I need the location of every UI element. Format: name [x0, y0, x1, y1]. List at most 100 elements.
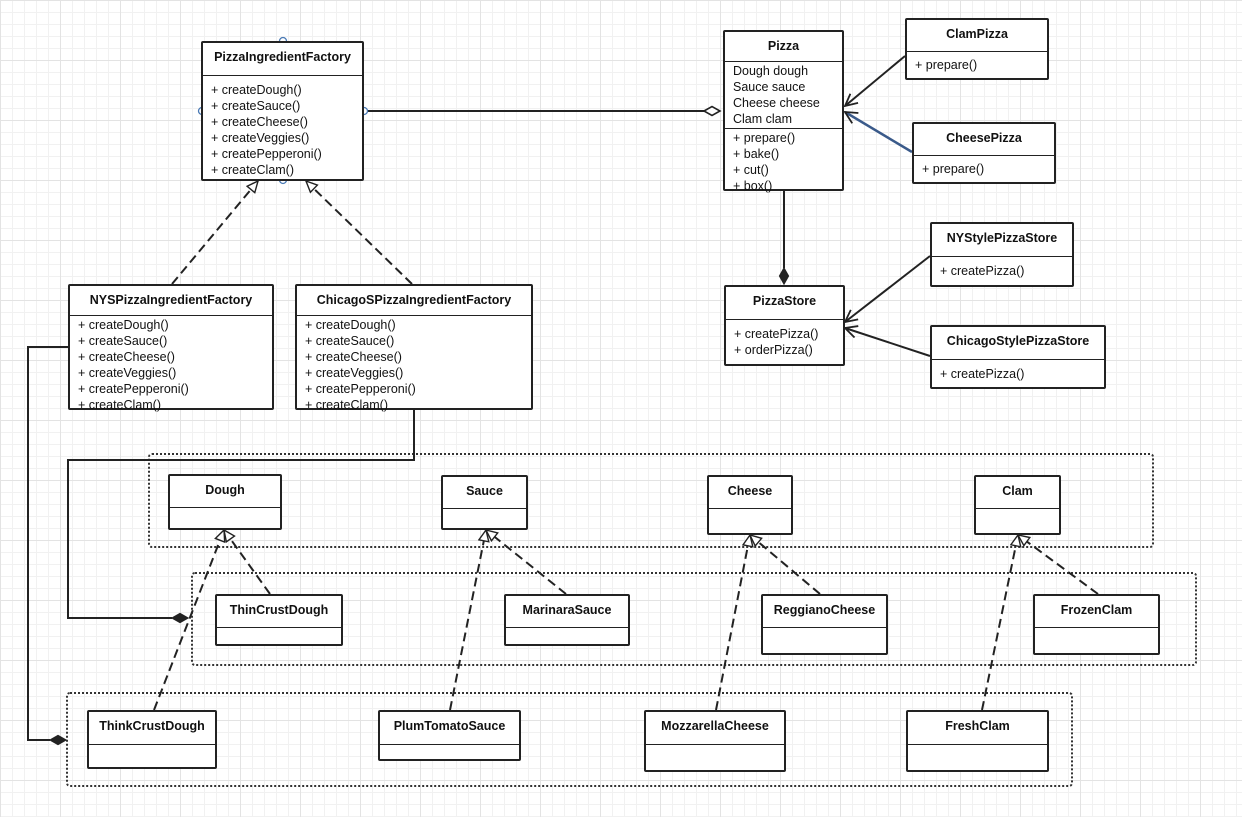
pizza-ingredient-factory-class[interactable]: PizzaIngredientFactory + createDough() +…	[201, 41, 364, 181]
fresh-clam-class[interactable]: FreshClam	[906, 710, 1049, 772]
chicago-style-pizza-store-class[interactable]: ChicagoStylePizzaStore + createPizza()	[930, 325, 1106, 389]
class-title: PizzaStore	[726, 287, 843, 320]
class-title: ChicagoStylePizzaStore	[932, 327, 1104, 360]
methods-section: + prepare()	[914, 156, 1054, 180]
method: + bake()	[733, 147, 780, 161]
method: + createDough()	[78, 318, 169, 332]
methods-section: + createDough() + createSauce() + create…	[297, 316, 531, 416]
method: + createCheese()	[211, 115, 308, 129]
reggiano-cheese-class[interactable]: ReggianoCheese	[761, 594, 888, 655]
cheese-pizza-class[interactable]: CheesePizza + prepare()	[912, 122, 1056, 184]
method: + createCheese()	[305, 350, 402, 364]
think-crust-dough-class[interactable]: ThinkCrustDough	[87, 710, 217, 769]
methods-section: + createPizza()	[932, 257, 1072, 282]
plum-tomato-sauce-class[interactable]: PlumTomatoSauce	[378, 710, 521, 761]
class-title: ClamPizza	[907, 20, 1047, 52]
methods-section: + createPizza()	[932, 360, 1104, 385]
realization-thincrust-dough[interactable]	[224, 530, 271, 595]
method: + createPizza()	[940, 264, 1025, 278]
composition-nys-group[interactable]	[27, 346, 68, 740]
method: + createClam()	[211, 163, 295, 177]
class-title: Clam	[976, 477, 1059, 509]
frozen-clam-class[interactable]: FrozenClam	[1033, 594, 1160, 655]
method: + orderPizza()	[734, 343, 813, 357]
method: + createClam()	[78, 398, 162, 412]
methods-section: + prepare()	[907, 52, 1047, 76]
methods-section: + prepare() + bake() + cut() + box()	[725, 129, 842, 197]
attribute: Cheese cheese	[733, 96, 820, 110]
assoc-cheesepizza-pizza[interactable]	[843, 110, 913, 154]
method: + createClam()	[305, 398, 389, 412]
class-title: ThinCrustDough	[217, 596, 341, 628]
methods-section: + createPizza() + orderPizza()	[726, 320, 843, 361]
method: + cut()	[733, 163, 769, 177]
interfaces-group[interactable]	[148, 453, 1154, 548]
method: + createDough()	[211, 83, 302, 97]
method: + box()	[733, 179, 773, 193]
class-title: PlumTomatoSauce	[380, 712, 519, 745]
class-title: NYSPizzaIngredientFactory	[70, 286, 272, 316]
pizza-class[interactable]: Pizza Dough dough Sauce sauce Cheese che…	[723, 30, 844, 193]
attribute: Sauce sauce	[733, 80, 806, 94]
method: + createSauce()	[305, 334, 395, 348]
clam-class[interactable]: Clam	[974, 475, 1061, 535]
class-title: CheesePizza	[914, 124, 1054, 156]
realization-chicago-factory[interactable]	[306, 181, 413, 285]
realization-frozen-clam[interactable]	[1018, 535, 1099, 595]
class-title: FreshClam	[908, 712, 1047, 745]
method: + createPepperoni()	[78, 382, 189, 396]
class-title: ReggianoCheese	[763, 596, 886, 628]
class-title: PizzaIngredientFactory	[203, 43, 362, 76]
method: + prepare()	[733, 131, 796, 145]
chicago-pizza-ingredient-factory-class[interactable]: ChicagoSPizzaIngredientFactory + createD…	[295, 284, 533, 412]
method: + createVeggies()	[78, 366, 177, 380]
ny-style-pizza-store-class[interactable]: NYStylePizzaStore + createPizza()	[930, 222, 1074, 287]
assoc-clampizza-pizza[interactable]	[843, 55, 906, 108]
mozzarella-cheese-class[interactable]: MozzarellaCheese	[644, 710, 786, 772]
dough-class[interactable]: Dough	[168, 474, 282, 530]
thin-crust-dough-class[interactable]: ThinCrustDough	[215, 594, 343, 646]
realization-fresh-clam[interactable]	[981, 535, 1018, 711]
class-title: MarinaraSauce	[506, 596, 628, 628]
attributes-section: Dough dough Sauce sauce Cheese cheese Cl…	[725, 62, 842, 129]
method: + prepare()	[915, 58, 978, 72]
class-title: ThinkCrustDough	[89, 712, 215, 745]
class-title: Pizza	[725, 32, 842, 62]
methods-section: + createDough() + createSauce() + create…	[203, 76, 362, 181]
method: + createVeggies()	[211, 131, 310, 145]
sauce-class[interactable]: Sauce	[441, 475, 528, 530]
pizza-store-class[interactable]: PizzaStore + createPizza() + orderPizza(…	[724, 285, 845, 366]
chicago-ingredients-group[interactable]	[191, 572, 1197, 666]
method: + createPizza()	[940, 367, 1025, 381]
class-title: FrozenClam	[1035, 596, 1158, 628]
class-title: Cheese	[709, 477, 791, 509]
class-title: ChicagoSPizzaIngredientFactory	[297, 286, 531, 316]
realization-nys-factory[interactable]	[171, 181, 258, 285]
method: + createSauce()	[78, 334, 168, 348]
method: + createVeggies()	[305, 366, 404, 380]
realization-mozzarella-cheese[interactable]	[715, 535, 750, 711]
method: + createPizza()	[734, 327, 819, 341]
method: + createCheese()	[78, 350, 175, 364]
class-title: NYStylePizzaStore	[932, 224, 1072, 257]
method: + createPepperoni()	[211, 147, 322, 161]
assoc-chicagostore-pizzastore[interactable]	[843, 325, 931, 357]
nys-pizza-ingredient-factory-class[interactable]: NYSPizzaIngredientFactory + createDough(…	[68, 284, 274, 412]
methods-section: + createDough() + createSauce() + create…	[70, 316, 272, 416]
realization-thinkcrust-dough[interactable]	[153, 530, 224, 711]
class-title: Sauce	[443, 477, 526, 509]
realization-plumtomato-sauce[interactable]	[449, 530, 486, 711]
marinara-sauce-class[interactable]: MarinaraSauce	[504, 594, 630, 646]
method: + createPepperoni()	[305, 382, 416, 396]
method: + createDough()	[305, 318, 396, 332]
assoc-nystore-pizzastore[interactable]	[843, 255, 931, 324]
method: + prepare()	[922, 162, 985, 176]
cheese-class[interactable]: Cheese	[707, 475, 793, 535]
clam-pizza-class[interactable]: ClamPizza + prepare()	[905, 18, 1049, 80]
composition-chicago-group[interactable]	[67, 409, 415, 618]
realization-marinara-sauce[interactable]	[486, 530, 567, 595]
method: + createSauce()	[211, 99, 301, 113]
attribute: Clam clam	[733, 112, 793, 126]
realization-reggiano-cheese[interactable]	[750, 535, 821, 595]
